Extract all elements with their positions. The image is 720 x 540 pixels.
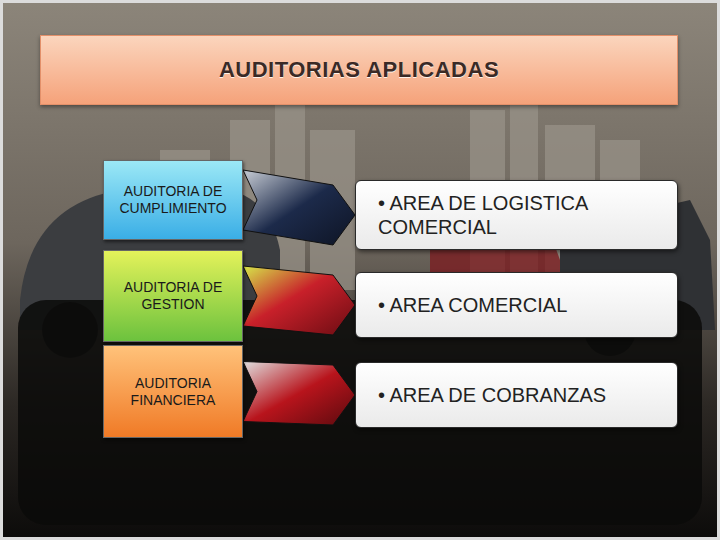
area-label: • AREA DE LOGISTICA COMERCIAL (378, 191, 663, 239)
audit-label: AUDITORIA FINANCIERA (110, 375, 236, 409)
audit-label: AUDITORIA DE GESTION (110, 279, 236, 313)
area-label: • AREA COMERCIAL (378, 293, 567, 317)
title-bar: AUDITORIAS APLICADAS (40, 35, 678, 105)
chevron-arrow (243, 170, 355, 245)
area-box: • AREA COMERCIAL (355, 272, 678, 338)
audit-box: AUDITORIA FINANCIERA (103, 345, 243, 438)
area-box: • AREA DE LOGISTICA COMERCIAL (355, 180, 678, 250)
title-text: AUDITORIAS APLICADAS (219, 57, 499, 83)
area-label: • AREA DE COBRANZAS (378, 383, 606, 407)
audit-box: AUDITORIA DE CUMPLIMIENTO (103, 160, 243, 240)
audit-label: AUDITORIA DE CUMPLIMIENTO (110, 183, 236, 217)
chevron-arrow (243, 362, 355, 426)
audit-box: AUDITORIA DE GESTION (103, 250, 243, 342)
area-box: • AREA DE COBRANZAS (355, 362, 678, 428)
chevron-arrow (243, 266, 355, 335)
